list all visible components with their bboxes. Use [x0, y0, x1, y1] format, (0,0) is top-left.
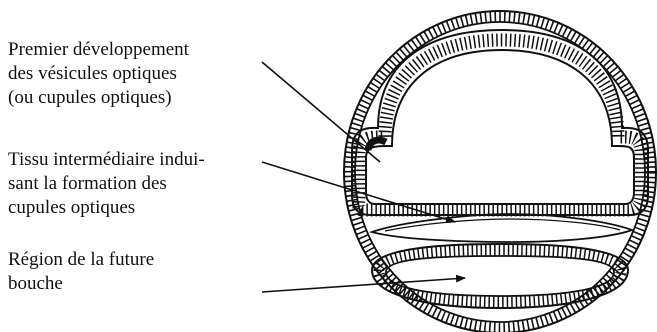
intermediate-tissue-layer	[372, 214, 632, 242]
brain-vesicle-with-optic-cups	[352, 30, 648, 215]
leader-line-future-mouth	[262, 278, 465, 292]
future-mouth-region	[372, 244, 628, 308]
